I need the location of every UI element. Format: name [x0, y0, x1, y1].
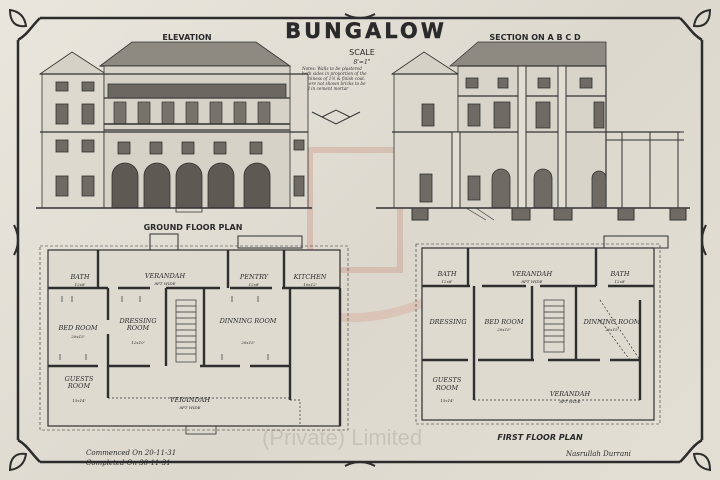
ff-bath-right-label: BATH: [609, 270, 629, 278]
first-floor-plan: [415, 235, 669, 425]
scale-label: SCALE: [349, 48, 375, 57]
ground-floor-plan: [39, 233, 349, 435]
gf-kitchen-dim: 10x12': [303, 282, 317, 287]
ff-dressing-label: DRESSING: [428, 318, 466, 326]
ff-verandah-bottom-label: VERANDAH: [550, 390, 591, 398]
ground-floor-plan-label: GROUND FLOOR PLAN: [144, 223, 243, 232]
ff-bath-right-dim: 12x8': [615, 279, 626, 284]
ff-dinning-label: DINNING ROOM: [583, 318, 641, 326]
gf-bed-room-dim: 20x15': [70, 334, 85, 339]
first-floor-room-labels: BATH 12x8' VERANDAH 8FT WIDE BATH 12x8' …: [428, 270, 641, 404]
gf-dinning-label: DINNING ROOM: [220, 318, 277, 325]
north-arrow-symbol: [311, 109, 361, 125]
ff-dinning-dim: 20x15': [604, 327, 619, 332]
first-floor-plan-label: FIRST FLOOR PLAN: [497, 433, 583, 442]
section-label: SECTION ON A B C D: [489, 33, 581, 42]
gf-kitchen-label: KITCHEN: [293, 273, 327, 281]
gf-pentry-dim: 12x8': [249, 282, 260, 287]
ff-verandah-top-dim: 8FT WIDE: [521, 279, 542, 284]
gf-verandah-top-label: VERANDAH: [145, 272, 186, 280]
gf-verandah-top-dim: 8FT WIDE: [154, 281, 175, 286]
completed-date: Completed On 30-11-31: [86, 459, 171, 467]
ff-guests-dim: 15x14': [440, 398, 454, 403]
watermark-text: (Private) Limited: [262, 425, 422, 450]
gf-dressing-dim: 12x10': [131, 340, 145, 345]
gf-dressing-label: DRESSING ROOM: [119, 318, 156, 332]
scale-value: 8'=1": [353, 59, 370, 66]
sheet-title: BUNGALOW: [285, 19, 447, 43]
commenced-date: Commenced On 20-11-31: [86, 449, 176, 457]
gf-bath-label: BATH: [69, 273, 89, 281]
ff-bed-room-label: BED ROOM: [483, 318, 523, 326]
section-drawing: [376, 41, 690, 221]
gf-bed-room-label: BED ROOM: [57, 324, 97, 332]
ff-bath-left-dim: 12x8': [442, 279, 453, 284]
ff-bed-room-dim: 20x15': [496, 327, 511, 332]
gf-verandah-bottom-dim: 8FT WIDE: [179, 405, 200, 410]
elevation-drawing: [36, 41, 312, 213]
ff-verandah-top-label: VERANDAH: [512, 270, 553, 278]
gf-guests-dim: 15x14': [72, 398, 86, 403]
gf-pentry-label: PENTRY: [239, 273, 269, 281]
notes-block: Notes: Walls to be plastered both sides …: [302, 66, 367, 91]
ornamental-border: [8, 8, 712, 472]
ff-guests-label: GUESTS ROOM: [433, 376, 462, 392]
author-signature: Nasrullah Durrani: [565, 450, 631, 458]
ground-floor-room-labels: BATH 12x8' VERANDAH 8FT WIDE PENTRY 12x8…: [57, 272, 327, 410]
elevation-label: ELEVATION: [162, 33, 211, 42]
ff-bath-left-label: BATH: [436, 270, 456, 278]
ff-verandah-bottom-dim: 8FT WIDE: [559, 399, 580, 404]
gf-verandah-bottom-label: VERANDAH: [170, 396, 211, 404]
gf-guests-label: GUESTS ROOM: [65, 376, 94, 390]
gf-bath-dim: 12x8': [75, 282, 86, 287]
gf-dinning-dim: 20x15': [240, 340, 255, 345]
